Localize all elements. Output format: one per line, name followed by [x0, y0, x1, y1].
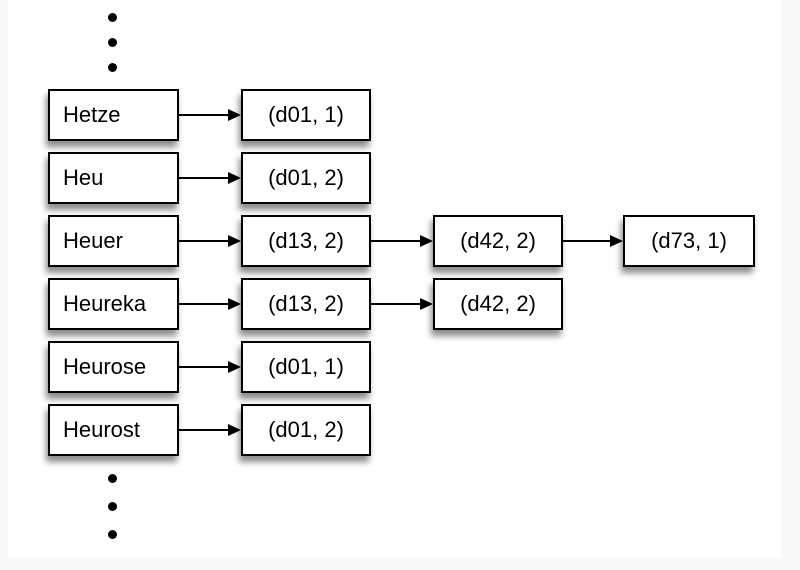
- posting-box: (d42, 2): [433, 278, 563, 330]
- ellipsis-bottom-dot: [108, 474, 117, 483]
- term-box-heuer: Heuer: [48, 215, 179, 267]
- ellipsis-top-dot: [108, 13, 117, 22]
- ellipsis-bottom-dot: [108, 530, 117, 539]
- posting-box: (d13, 2): [241, 278, 371, 330]
- posting-box: (d01, 1): [241, 341, 371, 393]
- ellipsis-top-dot: [108, 63, 117, 72]
- diagram-canvas: Hetze (d01, 1) Heu (d01, 2) Heuer (d13, …: [8, 0, 781, 558]
- term-box-hetze: Hetze: [48, 89, 179, 141]
- posting-box: (d13, 2): [241, 215, 371, 267]
- term-box-heureka: Heureka: [48, 278, 179, 330]
- arrow-icon: [179, 172, 241, 184]
- term-box-heu: Heu: [48, 152, 179, 204]
- ellipsis-top-dot: [108, 38, 117, 47]
- term-box-heurose: Heurose: [48, 341, 179, 393]
- posting-box: (d01, 2): [241, 404, 371, 456]
- posting-box: (d01, 1): [241, 89, 371, 141]
- arrow-icon: [563, 235, 623, 247]
- posting-box: (d01, 2): [241, 152, 371, 204]
- ellipsis-bottom-dot: [108, 502, 117, 511]
- posting-box: (d73, 1): [623, 215, 755, 267]
- arrow-icon: [371, 298, 433, 310]
- posting-box: (d42, 2): [433, 215, 563, 267]
- arrow-icon: [179, 361, 241, 373]
- arrow-icon: [371, 235, 433, 247]
- term-box-heurost: Heurost: [48, 404, 179, 456]
- arrow-icon: [179, 424, 241, 436]
- arrow-icon: [179, 109, 241, 121]
- arrow-icon: [179, 235, 241, 247]
- arrow-icon: [179, 298, 241, 310]
